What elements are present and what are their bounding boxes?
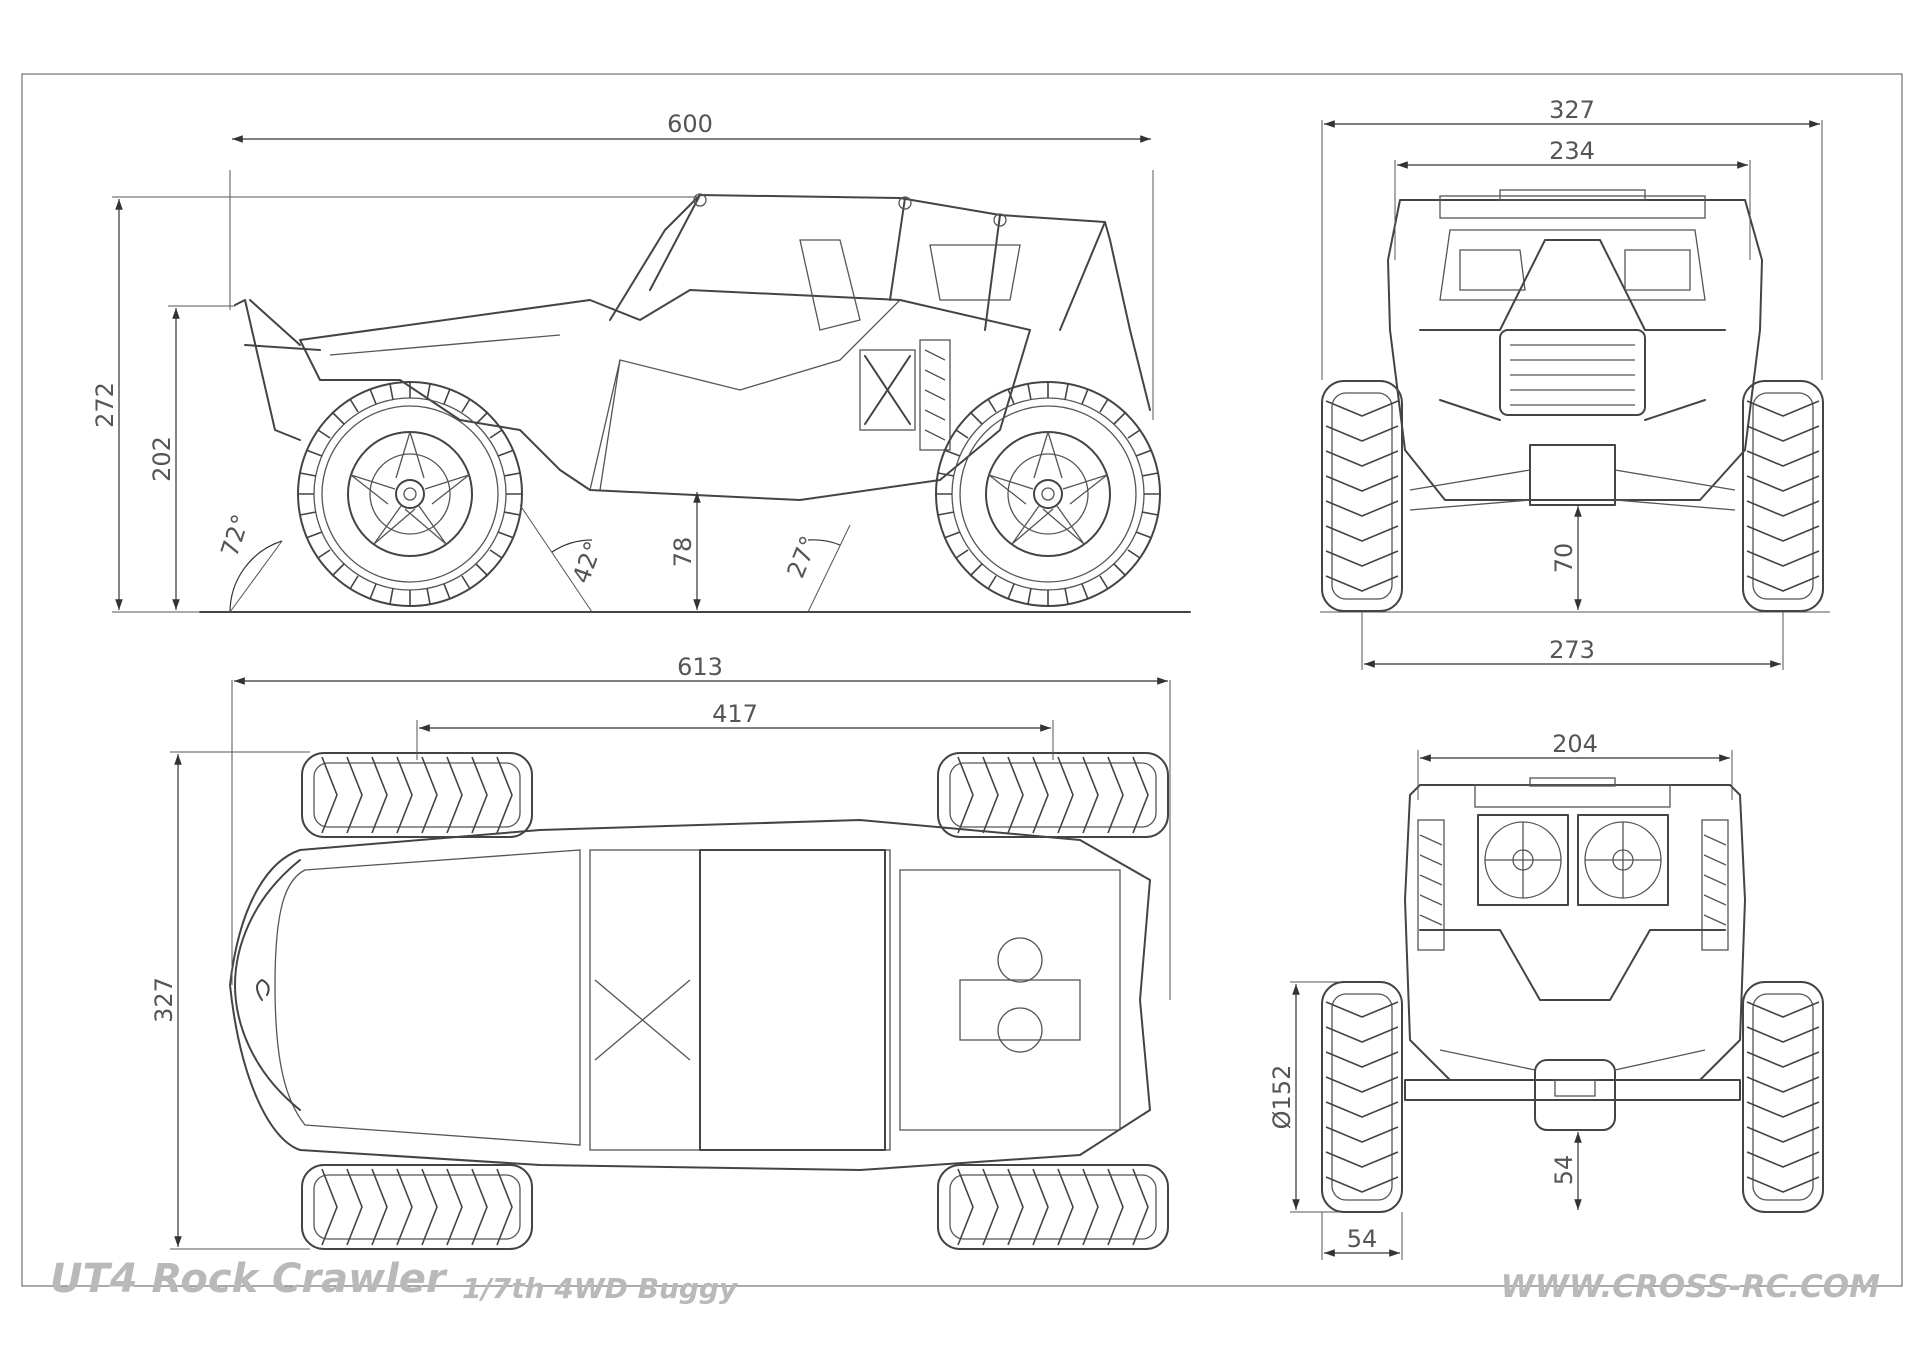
footer-url: WWW.CROSS-RC.COM <box>1501 1269 1881 1305</box>
front-left-tire <box>1321 380 1403 612</box>
top-rear-left-tire <box>937 752 1169 838</box>
rear-tire-diameter-label: Ø152 <box>1268 1065 1296 1130</box>
breakover-angle-label: 42° <box>567 537 608 587</box>
front-ground-clearance-label: 70 <box>1550 543 1578 574</box>
rear-cage-width-label: 204 <box>1552 730 1598 758</box>
side-ground-clearance-label: 78 <box>669 537 697 568</box>
footer-title: UT4 Rock Crawler <box>50 1256 448 1302</box>
sheet-border <box>21 73 1903 1287</box>
footer-subtitle: 1/7th 4WD Buggy <box>462 1272 739 1305</box>
top-length-label: 613 <box>677 653 723 681</box>
side-rear-wheel <box>935 381 1161 607</box>
top-front-left-tire <box>301 752 533 838</box>
rear-tire-width-label: 54 <box>1347 1225 1378 1253</box>
rear-axle-clearance-label: 54 <box>1550 1155 1578 1186</box>
top-wheelbase-label: 417 <box>712 700 758 728</box>
approach-angle-label: 72° <box>216 511 256 560</box>
side-front-wheel <box>297 381 523 607</box>
top-view: 613 417 327 <box>150 653 1171 1250</box>
side-length-label: 600 <box>667 110 713 138</box>
top-width-label: 327 <box>150 977 178 1023</box>
front-right-tire <box>1742 380 1824 612</box>
top-front-right-tire <box>301 1164 533 1250</box>
front-track-width-label: 273 <box>1549 636 1595 664</box>
rear-left-tire <box>1321 981 1403 1213</box>
side-height-total-label: 272 <box>91 382 119 428</box>
rear-view: 204 Ø152 54 54 <box>1268 730 1824 1260</box>
side-height-body-label: 202 <box>148 436 176 482</box>
front-view: 327 234 273 70 <box>1320 96 1830 670</box>
side-view: 600 272 202 78 72° 42° 27° <box>91 110 1191 613</box>
rear-right-tire <box>1742 981 1824 1213</box>
front-cage-width-label: 234 <box>1549 137 1595 165</box>
top-rear-right-tire <box>937 1164 1169 1250</box>
front-width-total-label: 327 <box>1549 96 1595 124</box>
